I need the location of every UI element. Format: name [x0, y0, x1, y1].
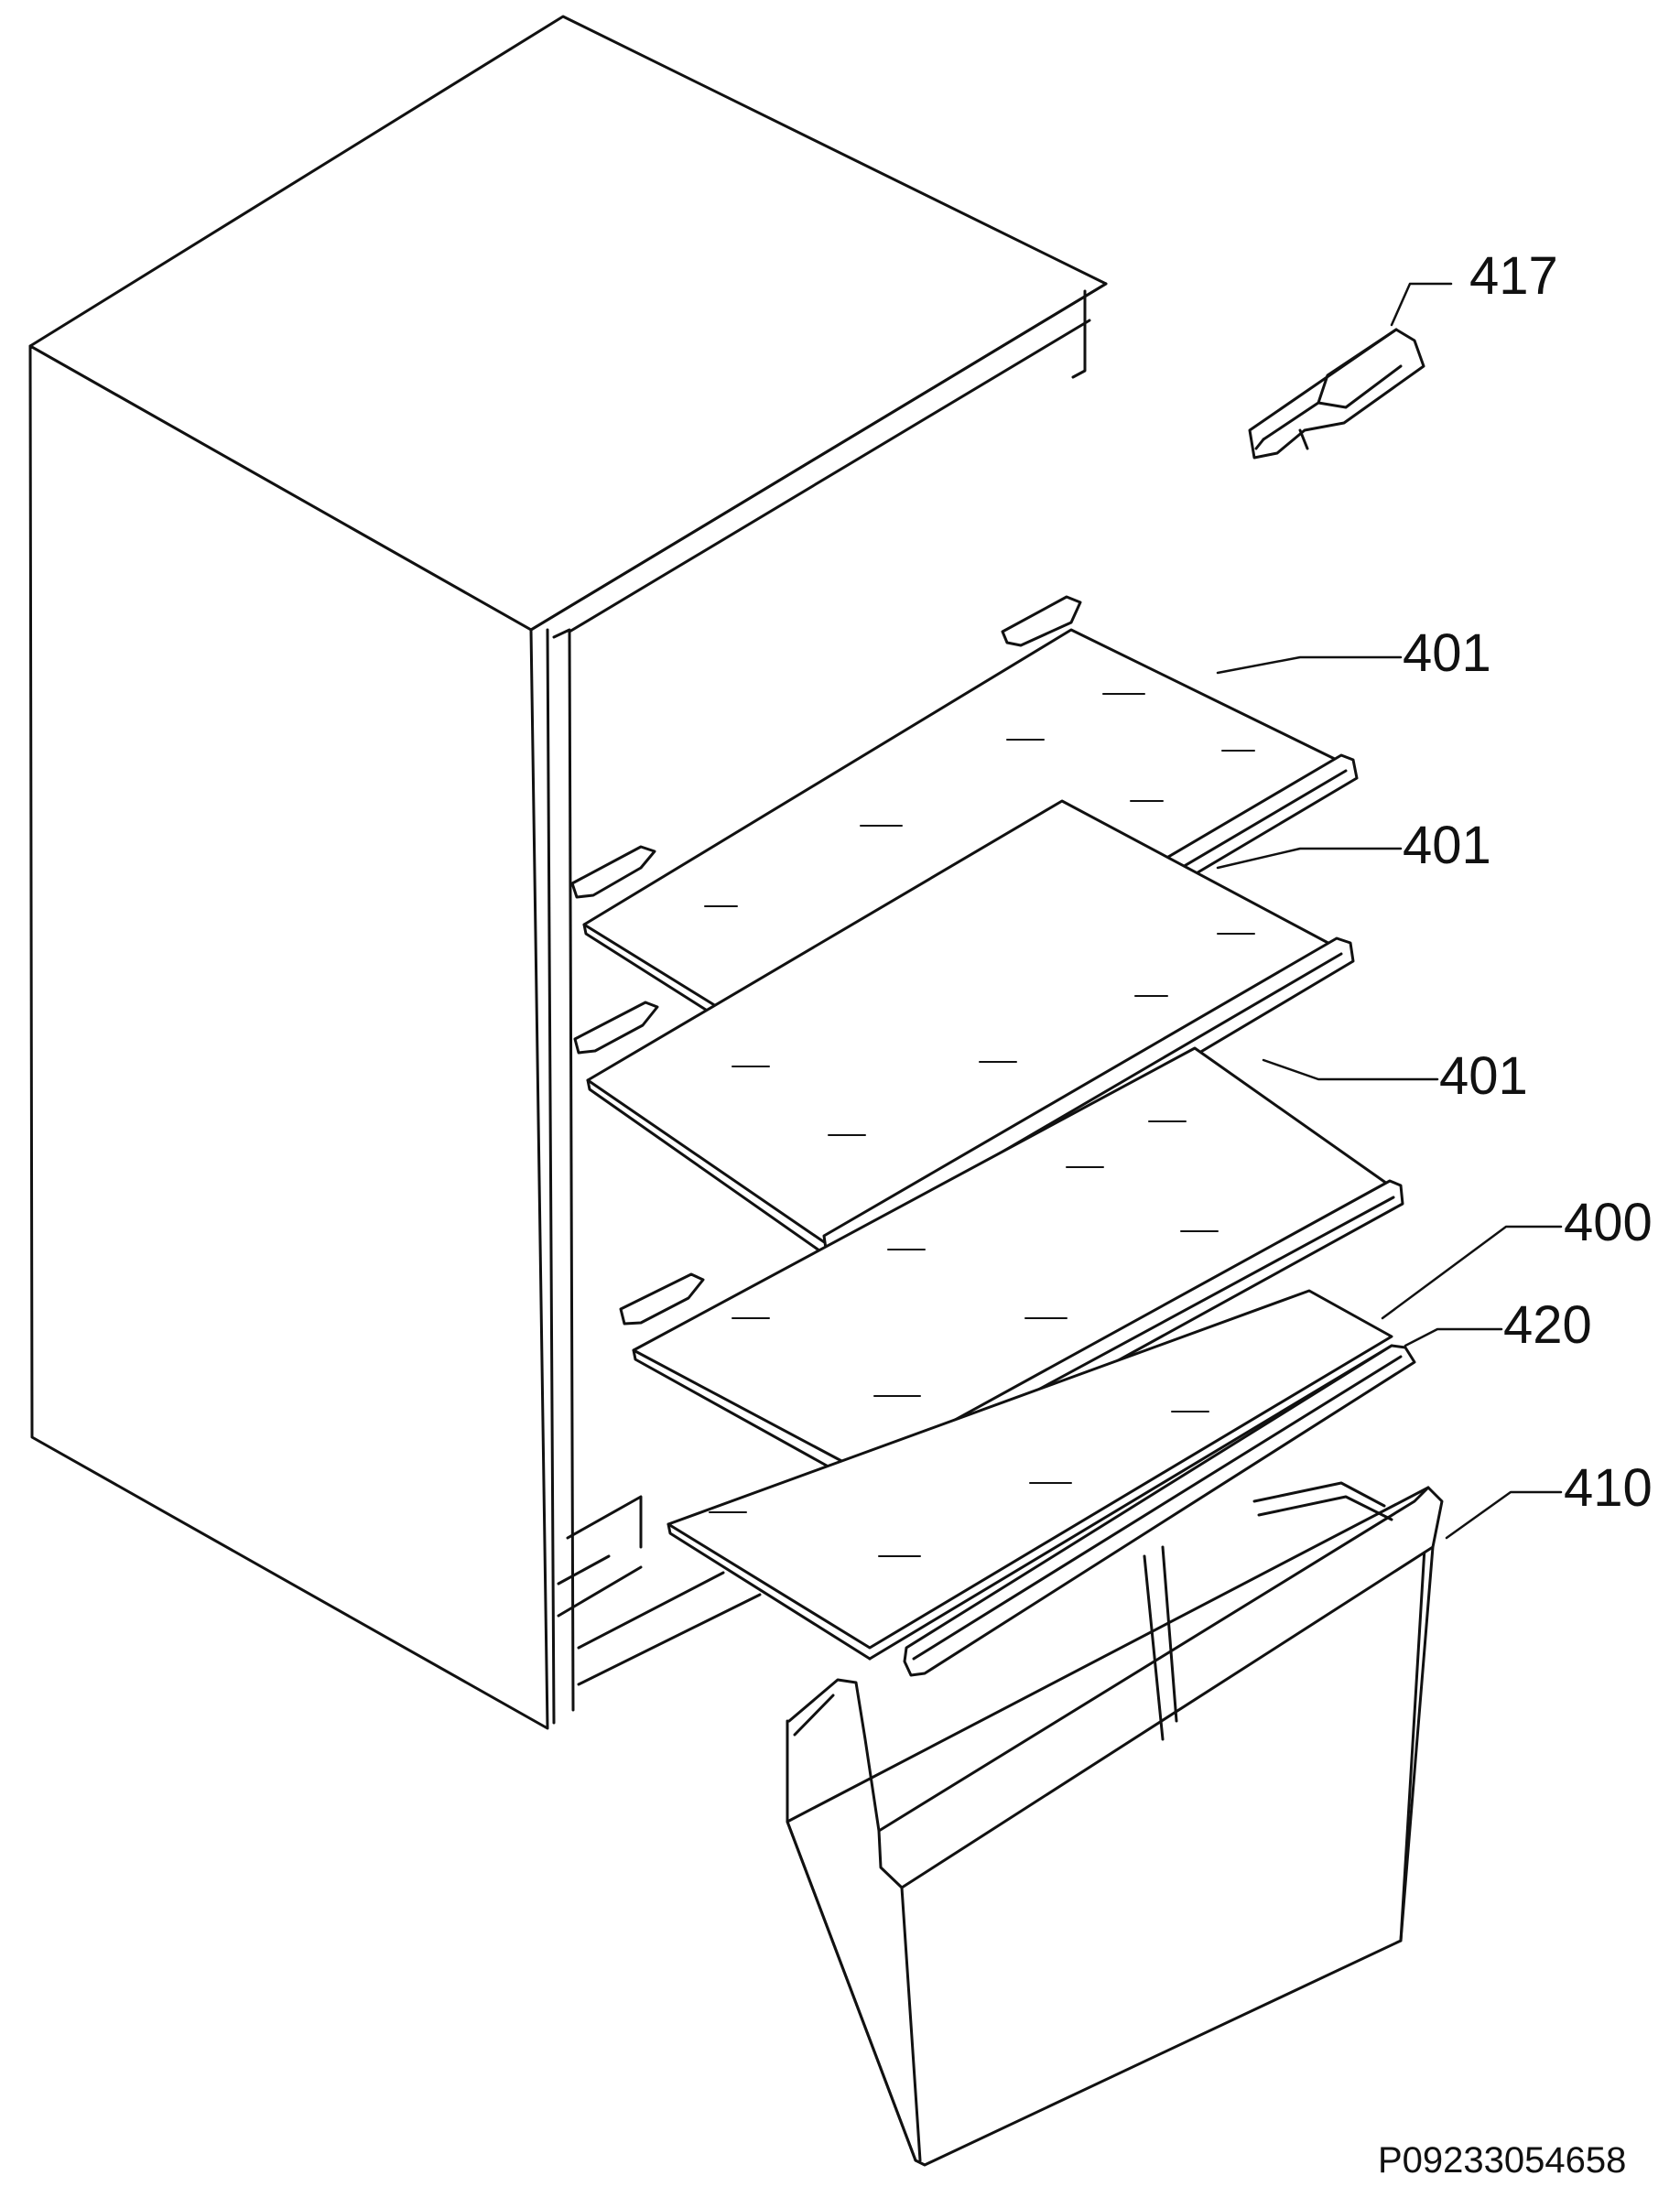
callout-400: 400	[1564, 1193, 1653, 1252]
crisper-cover-glass-400	[667, 1289, 1393, 1661]
callout-417: 417	[1469, 246, 1558, 306]
leader-420	[1404, 1327, 1503, 1347]
leader-401-top	[1216, 655, 1403, 675]
crisper-drawer-410	[786, 1481, 1444, 2167]
leader-401-middle	[1216, 847, 1403, 870]
leader-410	[1445, 1490, 1563, 1540]
callout-410: 410	[1564, 1458, 1653, 1518]
callout-401-middle: 401	[1403, 816, 1491, 875]
drawing-reference-number: P09233054658	[1378, 2140, 1627, 2181]
callout-401-bottom: 401	[1439, 1046, 1528, 1106]
shelf-trim-420	[903, 1344, 1416, 1677]
callout-420: 420	[1503, 1295, 1592, 1355]
cabinet	[28, 15, 1108, 1730]
clip-417	[1248, 328, 1425, 460]
leader-401-bottom	[1262, 1058, 1439, 1081]
leader-400	[1381, 1225, 1563, 1320]
leader-417	[1390, 282, 1453, 327]
leader-lines	[1216, 282, 1563, 1540]
callout-401-top: 401	[1403, 623, 1491, 683]
